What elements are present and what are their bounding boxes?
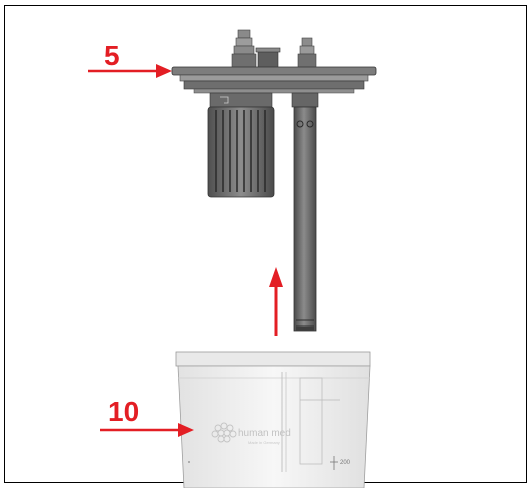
callout-label-5: 5 [104,40,120,71]
callout-arrow-10 [100,423,194,437]
lid-port-center [255,47,281,69]
lid-plate [171,66,377,76]
container-brand-origin: Made in Germany [248,440,280,445]
flower-logo-icon [211,422,237,443]
lid-port-left [231,29,257,69]
motor-housing [207,92,275,198]
collection-container [175,351,371,488]
lid-port-right [297,37,317,69]
container-brand-name: human med [238,428,291,439]
suction-tube [291,92,319,332]
insertion-arrow [269,267,283,336]
callout-label-10: 10 [108,396,140,427]
lid-assembly [171,29,377,332]
container-tick-label: 200 [340,460,351,466]
callout-arrow-5 [88,64,172,78]
